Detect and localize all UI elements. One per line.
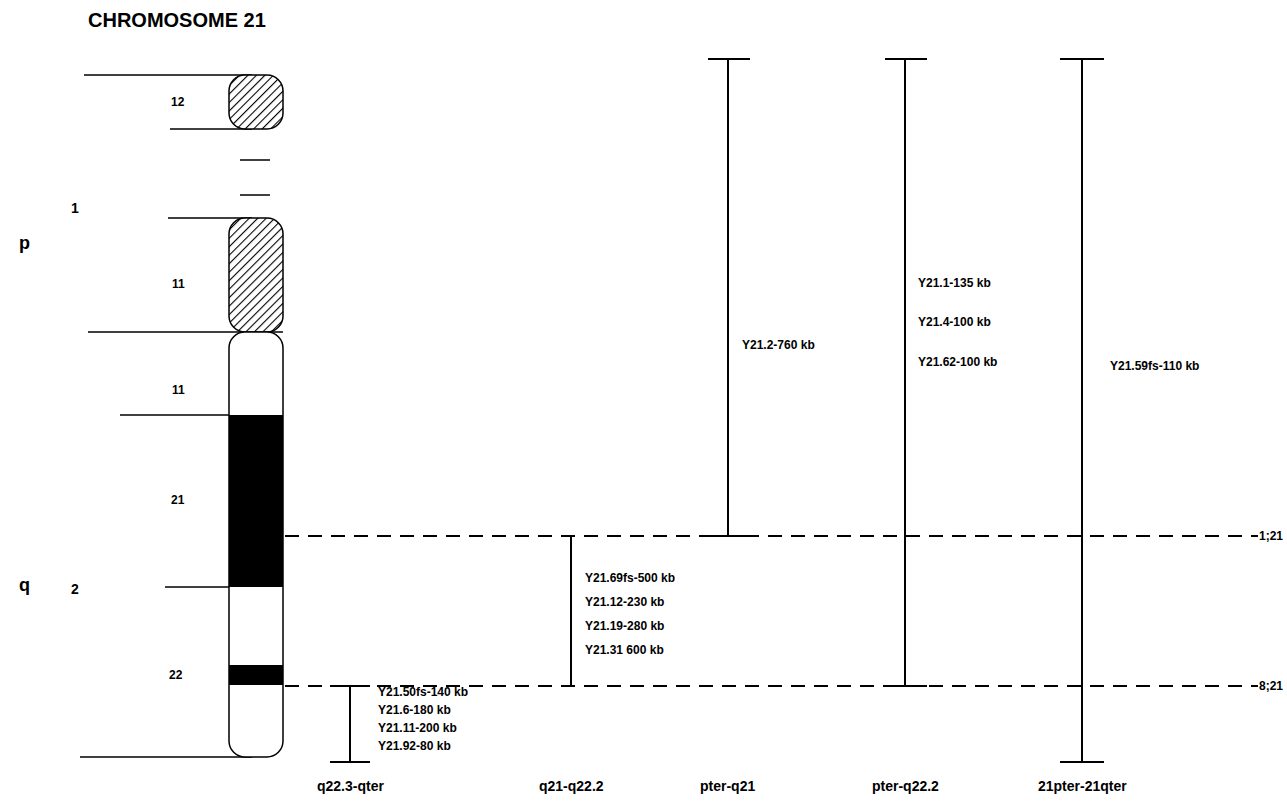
clone-label: Y21.12-230 kb	[585, 596, 664, 608]
figure-title: CHROMOSOME 21	[88, 10, 266, 30]
range-label: q21-q22.2	[539, 779, 604, 793]
band-number: 22	[169, 669, 182, 681]
breakpoint-label: 1;21	[1259, 530, 1283, 542]
band-number: 11	[172, 278, 185, 290]
band-number: 12	[171, 96, 184, 108]
band-number: 11	[172, 384, 185, 396]
clone-label: Y21.2-760 kb	[742, 339, 815, 351]
breakpoint-label: 8;21	[1259, 680, 1283, 692]
clone-label: Y21.69fs-500 kb	[585, 572, 675, 584]
arm-label: p	[19, 234, 30, 252]
clone-label: Y21.92-80 kb	[378, 740, 451, 752]
clone-label: Y21.50fs-140 kb	[378, 686, 468, 698]
arm-label: q	[19, 576, 30, 594]
range-label: 21pter-21qter	[1038, 779, 1127, 793]
range-label: q22.3-qter	[317, 779, 384, 793]
region-number: 2	[71, 582, 79, 596]
clone-label: Y21.31 600 kb	[585, 644, 664, 656]
range-label: pter-q21	[700, 779, 755, 793]
clone-label: Y21.6-180 kb	[378, 704, 451, 716]
range-label: pter-q22.2	[872, 779, 939, 793]
band-number: 21	[171, 494, 184, 506]
clone-label: Y21.1-135 kb	[918, 277, 991, 289]
clone-label: Y21.19-280 kb	[585, 620, 664, 632]
clone-label: Y21.62-100 kb	[918, 356, 997, 368]
clone-label: Y21.11-200 kb	[378, 722, 457, 734]
clone-label: Y21.4-100 kb	[918, 316, 991, 328]
clone-label: Y21.59fs-110 kb	[1110, 360, 1199, 372]
region-number: 1	[71, 201, 79, 215]
